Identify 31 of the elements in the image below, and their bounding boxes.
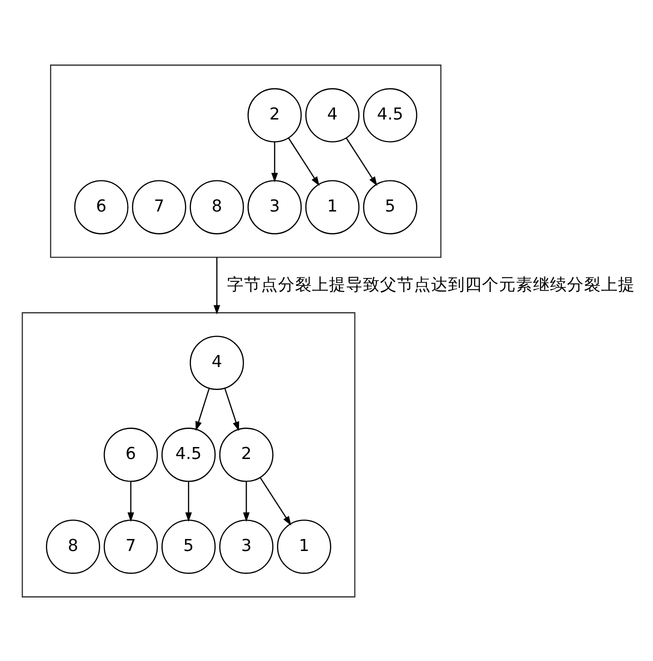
node-circle: 4 [305,88,360,142]
node-circle: 1 [276,519,332,574]
node-circle: 4 [190,335,244,390]
arrow [288,137,320,186]
cluster [50,64,442,258]
arrow [224,388,240,431]
edge-label: 字节点分裂上提导致父节点达到四个元素继续分裂上提 [226,274,635,294]
arrow [271,141,278,182]
node-circle: 4.5 [161,427,216,482]
node-circle: 7 [104,519,158,574]
node-circle: 6 [104,427,158,482]
node-circle: 1 [305,180,360,234]
arrow [195,388,210,430]
node-circle: 5 [363,180,418,234]
node-circle: 2 [248,88,302,142]
node-circle: 2 [219,427,274,482]
node-circle: 7 [132,180,186,234]
node-circle: 5 [161,519,216,574]
cluster [22,312,356,597]
arrow [260,476,292,526]
arrow [127,480,134,522]
arrow [185,480,192,522]
node-circle: 3 [248,180,302,234]
node-circle: 3 [219,519,274,574]
node-circle: 8 [46,519,100,574]
arrow [214,256,220,314]
node-circle: 8 [190,180,244,234]
node-circle: 4.5 [363,88,418,142]
node-circle: 6 [74,180,128,234]
arrow [243,480,250,522]
arrow [346,137,378,186]
